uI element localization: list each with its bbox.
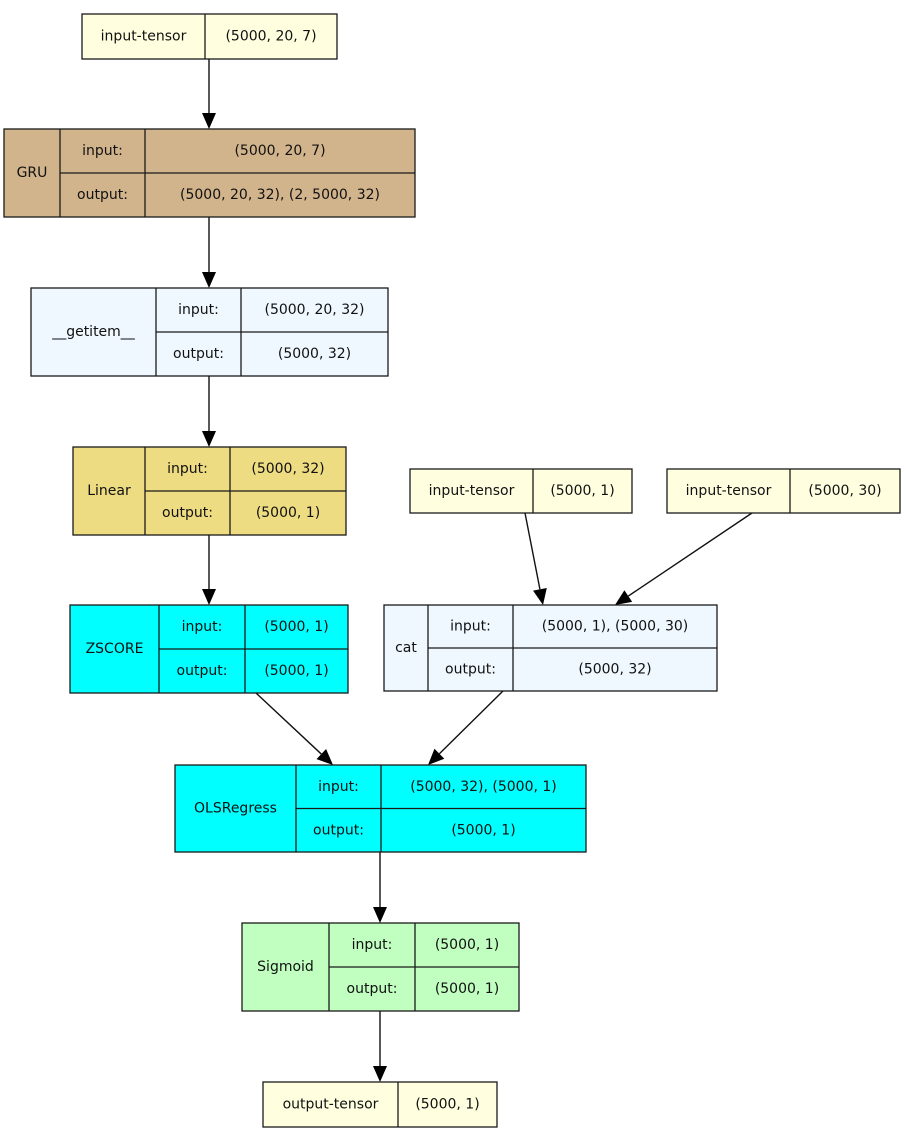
input-shape: (5000, 20, 7)	[234, 143, 325, 159]
tensor-node-t_in3[interactable]: input-tensor (5000, 30)	[666, 468, 901, 514]
layer-name: cat	[395, 640, 417, 656]
input-label: input:	[450, 619, 491, 635]
input-shape: (5000, 1)	[264, 619, 328, 635]
output-shape: (5000, 32)	[578, 662, 651, 678]
layer-node-gru[interactable]: GRU input: output: (5000, 20, 7) (5000, 20, …	[3, 128, 416, 218]
edge-line	[438, 690, 504, 755]
layer-name: OLSRegress	[194, 801, 277, 817]
input-label: input:	[82, 143, 123, 159]
output-label: output:	[177, 663, 228, 679]
edge-cat-to-olsregress	[428, 690, 504, 765]
arrowhead-icon	[373, 1066, 387, 1082]
output-label: output:	[445, 662, 496, 678]
layer-node-olsregress[interactable]: OLSRegress input: output: (5000, 32), (5000…	[174, 764, 587, 853]
layer-node-linear[interactable]: Linear input: output: (5000, 32) (5000, 1)	[72, 446, 347, 536]
edge-t_in2-to-cat	[524, 512, 547, 605]
tensor-box	[666, 468, 901, 514]
input-shape: (5000, 1), (5000, 30)	[542, 619, 689, 635]
output-label: output:	[173, 346, 224, 362]
output-label: output:	[347, 981, 398, 997]
edge-t_in1-to-gru	[202, 59, 216, 129]
arrowhead-icon	[202, 431, 216, 447]
tensor-name: input-tensor	[429, 483, 515, 499]
layer-name: __getitem__	[51, 324, 136, 340]
edge-line	[524, 512, 541, 590]
tensor-shape: (5000, 1)	[550, 483, 614, 499]
tensor-shape: (5000, 20, 7)	[225, 29, 316, 45]
tensor-node-t_in2[interactable]: input-tensor (5000, 1)	[409, 468, 633, 514]
tensor-shape: (5000, 30)	[808, 483, 881, 499]
edge-zscore-to-olsregress	[255, 692, 333, 765]
arrowhead-icon	[202, 272, 216, 288]
layer-node-cat[interactable]: cat input: output: (5000, 1), (5000, 30) (50…	[383, 604, 718, 692]
layer-name: Linear	[87, 483, 131, 499]
tensor-box	[81, 13, 338, 60]
tensor-box	[262, 1081, 498, 1128]
edge-linear-to-zscore	[202, 535, 216, 605]
input-label: input:	[318, 779, 359, 795]
arrowhead-icon	[428, 748, 445, 765]
arrowhead-icon	[533, 587, 547, 605]
tensor-name: output-tensor	[283, 1097, 379, 1113]
input-shape: (5000, 1)	[435, 937, 499, 953]
input-shape: (5000, 32), (5000, 1)	[410, 779, 557, 795]
layer-name: Sigmoid	[257, 959, 314, 975]
edge-gru-to-getitem	[202, 217, 216, 288]
tensor-node-t_in1[interactable]: input-tensor (5000, 20, 7)	[81, 13, 338, 60]
output-shape: (5000, 1)	[264, 663, 328, 679]
edge-getitem-to-linear	[202, 376, 216, 447]
output-shape: (5000, 32)	[278, 346, 351, 362]
edge-olsregress-to-sigmoid	[373, 852, 387, 923]
output-shape: (5000, 20, 32), (2, 5000, 32)	[180, 187, 380, 203]
output-label: output:	[77, 187, 128, 203]
tensor-name: input-tensor	[686, 483, 772, 499]
tensor-shape: (5000, 1)	[415, 1097, 479, 1113]
nodes: input-tensor (5000, 20, 7) input-tensor (50…	[3, 13, 901, 1128]
layer-node-sigmoid[interactable]: Sigmoid input: output: (5000, 1) (5000, 1)	[241, 922, 520, 1012]
edge-line	[255, 692, 322, 755]
output-label: output:	[162, 505, 213, 521]
output-shape: (5000, 1)	[451, 822, 515, 838]
tensor-box	[409, 468, 633, 514]
output-shape: (5000, 1)	[256, 505, 320, 521]
arrowhead-icon	[373, 907, 387, 923]
arrowhead-icon	[615, 590, 633, 605]
tensor-node-t_out[interactable]: output-tensor (5000, 1)	[262, 1081, 498, 1128]
edge-t_in3-to-cat	[615, 512, 753, 605]
input-label: input:	[178, 302, 219, 318]
output-label: output:	[313, 822, 364, 838]
tensor-name: input-tensor	[101, 29, 187, 45]
layer-name: ZSCORE	[86, 641, 144, 657]
output-shape: (5000, 1)	[435, 981, 499, 997]
edge-line	[627, 512, 753, 597]
input-label: input:	[167, 461, 208, 477]
input-shape: (5000, 20, 32)	[265, 302, 365, 318]
layer-node-getitem[interactable]: __getitem__ input: output: (5000, 20, 32) (5…	[30, 287, 389, 377]
arrowhead-icon	[202, 589, 216, 605]
arrowhead-icon	[202, 113, 216, 129]
arrowhead-icon	[316, 748, 333, 765]
layer-node-zscore[interactable]: ZSCORE input: output: (5000, 1) (5000, 1)	[69, 604, 349, 694]
input-label: input:	[352, 937, 393, 953]
input-shape: (5000, 32)	[251, 461, 324, 477]
edge-sigmoid-to-t_out	[373, 1011, 387, 1082]
input-label: input:	[182, 619, 223, 635]
layer-name: GRU	[17, 165, 48, 181]
edges	[202, 59, 753, 1082]
